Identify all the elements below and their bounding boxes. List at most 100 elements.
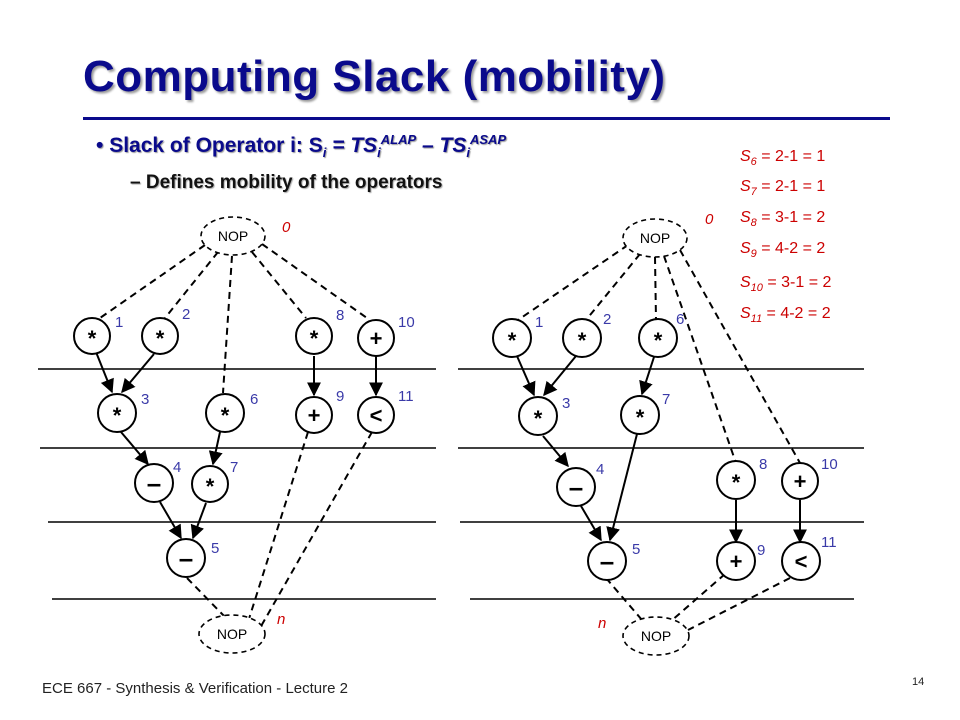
svg-text:+: +	[794, 469, 807, 494]
sink-time-label: n	[598, 615, 606, 632]
operator-node: * 2	[141, 306, 190, 355]
slack-eq-11: S11 = 4-2 = 2	[740, 305, 831, 326]
footer-course: ECE 667 - Synthesis & Verification - Lec…	[42, 680, 348, 697]
operator-node: + 10	[781, 456, 838, 500]
operator-node: * 8	[295, 307, 344, 355]
svg-text:–: –	[179, 543, 193, 573]
dashed-edge	[679, 249, 801, 464]
edge	[543, 355, 577, 397]
svg-text:+: +	[308, 403, 321, 428]
edge	[606, 433, 638, 542]
svg-text:–: –	[600, 546, 614, 576]
svg-text:4: 4	[596, 461, 604, 478]
edge	[580, 505, 602, 542]
dashed-edge	[251, 251, 307, 319]
svg-text:3: 3	[562, 395, 570, 412]
svg-text:9: 9	[757, 542, 765, 559]
bullet-sup-alap: ALAP	[380, 132, 417, 147]
svg-text:2: 2	[182, 306, 190, 323]
dashed-edge	[186, 577, 227, 619]
svg-text:7: 7	[662, 391, 670, 408]
svg-text:*: *	[732, 470, 741, 495]
svg-text:*: *	[310, 326, 319, 351]
dashed-edge	[259, 431, 373, 629]
svg-text:10: 10	[821, 456, 838, 473]
bullet-sup-asap: ASAP	[470, 132, 507, 147]
operator-node: * 3	[518, 395, 570, 436]
dashed-edge	[247, 431, 309, 623]
svg-text:11: 11	[398, 388, 414, 405]
nop-source-node	[622, 218, 688, 258]
slack-eq-6: S6 = 2-1 = 1	[740, 148, 826, 169]
svg-text:3: 3	[141, 391, 149, 408]
edge	[516, 355, 536, 397]
title-underline	[83, 117, 890, 120]
dashed-edge	[164, 251, 219, 319]
svg-text:*: *	[578, 328, 587, 353]
svg-text:1: 1	[535, 314, 543, 331]
svg-text:*: *	[636, 405, 645, 430]
svg-text:1: 1	[115, 314, 123, 331]
source-time-label: 0	[282, 219, 291, 236]
svg-text:10: 10	[398, 314, 415, 331]
edge	[121, 353, 155, 394]
dashed-edge	[517, 244, 629, 321]
operator-node: * 3	[97, 391, 149, 433]
mobility-subbullet: – Defines mobility of the operators	[130, 172, 443, 193]
svg-text:+: +	[730, 549, 743, 574]
right-schedule-diagram: NOP NOP 0 n * 1 * 2 * 6 * 3 * 7	[458, 211, 864, 656]
dashed-edge	[585, 253, 641, 321]
dashed-edge	[99, 244, 206, 319]
operator-node: – 4	[556, 461, 604, 507]
operator-node: * 7	[191, 459, 238, 503]
bullet-sub-i2: i	[377, 145, 381, 161]
edge	[159, 501, 182, 540]
operator-node: * 1	[73, 314, 123, 355]
svg-text:5: 5	[211, 540, 219, 557]
bullet-minus-ts: – TS	[416, 134, 467, 157]
edge	[190, 502, 207, 540]
page-number: 14	[912, 676, 925, 688]
nop-source-node	[200, 216, 266, 256]
slack-eq-7: S7 = 2-1 = 1	[740, 178, 826, 199]
bullet-eq: = TS	[326, 134, 378, 157]
svg-text:<: <	[370, 403, 383, 428]
dashed-edge	[222, 255, 233, 394]
operator-node: – 5	[166, 538, 219, 578]
edge	[208, 431, 223, 466]
nop-sink-node	[198, 614, 266, 654]
slide-title: Computing Slack (mobility)	[83, 52, 666, 101]
nop-sink-label: NOP	[217, 626, 247, 642]
bullet-dot-icon: •	[96, 134, 104, 157]
svg-text:–: –	[569, 472, 583, 502]
operator-node: + 9	[295, 388, 344, 434]
nop-source-label: NOP	[640, 230, 670, 246]
svg-text:<: <	[795, 549, 808, 574]
svg-text:–: –	[147, 468, 161, 498]
bullet-sub-i: i	[322, 145, 327, 161]
operator-node: * 6	[205, 391, 258, 433]
edge	[120, 431, 149, 466]
svg-text:*: *	[508, 328, 517, 353]
edge	[639, 356, 655, 396]
svg-text:*: *	[206, 474, 215, 499]
svg-text:8: 8	[336, 307, 344, 324]
operator-node: * 2	[562, 311, 611, 358]
edge	[95, 351, 114, 394]
nop-source-label: NOP	[218, 228, 248, 244]
slack-definition-bullet: • Slack of Operator i: Si = TSiALAP – TS…	[96, 132, 506, 160]
svg-text:*: *	[88, 326, 97, 351]
operator-node: * 1	[492, 314, 543, 358]
dashed-edge	[669, 573, 726, 623]
slack-eq-8: S8 = 3-1 = 2	[740, 209, 826, 230]
svg-text:5: 5	[632, 541, 640, 558]
svg-text:8: 8	[759, 456, 767, 473]
operator-node: < 11	[781, 534, 837, 581]
dashed-edge	[663, 255, 737, 464]
svg-text:6: 6	[250, 391, 258, 408]
svg-text:11: 11	[821, 534, 837, 551]
dashed-edge	[605, 577, 643, 621]
svg-text:*: *	[221, 403, 230, 428]
operator-node: – 5	[587, 541, 640, 581]
